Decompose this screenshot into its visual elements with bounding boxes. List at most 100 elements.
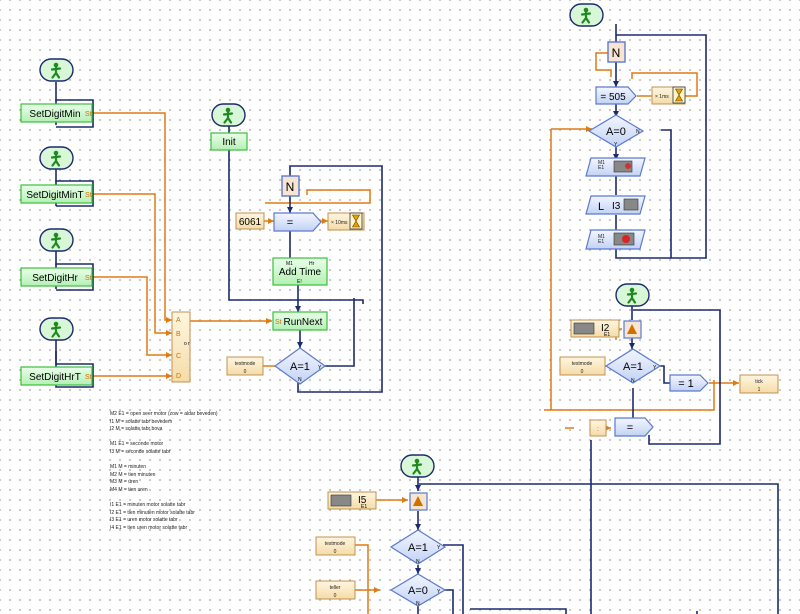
start-icon-bottom[interactable] [400, 454, 435, 478]
wire-arrows-navy [287, 81, 635, 574]
subprogram-add-time[interactable]: M1 Hr Add Time E! [272, 257, 328, 286]
or-gate-block[interactable]: A B C D o r [171, 311, 191, 383]
svg-text:I3: I3 [612, 201, 621, 212]
svg-text:0: 0 [581, 369, 584, 375]
variable-testmode-bottom[interactable]: testmode 0 [315, 536, 356, 556]
subprogram-setdigithrt[interactable]: SetDigitHrT St [20, 366, 93, 386]
svg-text:E1: E1 [361, 504, 367, 510]
variable-testmode-mid[interactable]: testmode 0 [226, 356, 264, 376]
svg-text:N: N [416, 601, 420, 607]
small-connector[interactable]: : [589, 419, 607, 437]
svg-text:N: N [631, 378, 635, 384]
svg-text:o r: o r [184, 341, 190, 347]
subprogram-setdigitmint[interactable]: SetDigitMinT St [20, 184, 93, 204]
decision-a0-right[interactable]: A=0 N Y [587, 114, 645, 148]
svg-text:0: 0 [244, 369, 247, 375]
variable-teller[interactable]: teller 0 [315, 580, 356, 600]
compare-equal-mid[interactable]: = [273, 212, 322, 232]
svg-text:Y: Y [614, 142, 618, 148]
input-i2[interactable]: I2 E1 [570, 319, 620, 338]
decision-a1-bottom[interactable]: A=1 Y N [389, 529, 447, 565]
svg-text:Y: Y [318, 365, 322, 371]
svg-text:E!: E! [297, 279, 302, 285]
svg-text:= 1: = 1 [678, 378, 694, 390]
note-line: M4 M = tien uren [110, 486, 148, 493]
loop-counter-mid[interactable]: N [281, 175, 300, 197]
compare-505[interactable]: = 505 [595, 86, 637, 105]
svg-text:M1: M1 [286, 261, 293, 267]
svg-text:× 1ms: × 1ms [655, 94, 669, 100]
start-icon-hr[interactable] [39, 228, 74, 252]
note-line: I1 E1 = minuten motor solatte tabr [110, 502, 186, 509]
variable-tick[interactable]: tick 1 [739, 374, 779, 394]
start-icon-init[interactable] [211, 103, 246, 127]
note-line: I2 M = solatte tabr bova [110, 426, 163, 433]
note-line: M1 M = minuten [110, 464, 146, 471]
note-line [110, 457, 300, 465]
wait-1ms[interactable]: × 1ms [651, 86, 686, 105]
note-line: M1 E1 = seconde motor [110, 441, 164, 448]
note-line: M2 E1 = open seer motor (zow = aldar bev… [110, 411, 218, 417]
input-i5-trigger[interactable] [409, 492, 428, 511]
note-line: I3 M = seconde solatte tabr [110, 448, 171, 455]
constant-6061[interactable]: 6061 [235, 212, 265, 230]
svg-text:Y: Y [653, 365, 657, 371]
decision-a1-mid[interactable]: A=1 Y N [273, 347, 327, 385]
svg-text:A=1: A=1 [408, 542, 428, 554]
svg-text:Init: Init [222, 137, 236, 148]
wires-navy [55, 24, 779, 614]
svg-text:SetDigitHr: SetDigitHr [32, 273, 78, 284]
svg-text:St: St [85, 374, 92, 381]
svg-text:B: B [176, 331, 181, 338]
svg-text:tick: tick [755, 379, 763, 385]
wires-orange [92, 52, 739, 614]
motor-output-stop[interactable]: M1 E1 [585, 229, 646, 250]
svg-text:1: 1 [758, 387, 761, 393]
svg-text:L: L [598, 201, 604, 213]
svg-text:=: = [287, 217, 293, 229]
svg-text:N: N [636, 129, 640, 135]
note-line: I3 E1 = uren motor solatte tabr [110, 517, 178, 524]
svg-text:A=0: A=0 [408, 585, 428, 597]
wait-10ms[interactable]: × 10ms [327, 212, 365, 231]
subprogram-setdigitmin[interactable]: SetDigitMin St [20, 103, 93, 123]
svg-text:I2: I2 [601, 323, 610, 334]
svg-text:E1: E1 [598, 239, 604, 245]
start-icon-mid-right[interactable] [615, 283, 650, 307]
motor-output-1[interactable]: M1 E1 [585, 157, 646, 177]
loop-counter-right[interactable]: N [607, 41, 626, 63]
svg-text:SetDigitMin: SetDigitMin [29, 109, 80, 120]
start-icon-min[interactable] [39, 58, 74, 82]
decision-a0-bottom[interactable]: A=0 Y N [389, 573, 447, 607]
svg-text:A: A [176, 317, 181, 324]
svg-text:Add Time: Add Time [279, 267, 322, 278]
svg-text:Y: Y [437, 545, 441, 551]
subprogram-runnext[interactable]: RunNext St [272, 311, 328, 331]
start-icon-mint[interactable] [39, 146, 74, 170]
svg-text:Y: Y [437, 589, 441, 595]
compare-equal-blank[interactable]: = [614, 417, 654, 437]
svg-text:N: N [416, 559, 420, 565]
decision-a1-right[interactable]: A=1 Y N [604, 348, 662, 384]
svg-text:SetDigitHrT: SetDigitHrT [29, 372, 81, 383]
start-icon-hrt[interactable] [39, 317, 74, 341]
compare-equal-1[interactable]: = 1 [669, 374, 709, 392]
start-icon-top-right[interactable] [569, 3, 604, 27]
svg-text:teller: teller [330, 585, 341, 591]
variable-testmode-right[interactable]: testmode 0 [559, 356, 606, 376]
svg-text:N: N [612, 46, 621, 60]
note-line: M3 M = uren [110, 479, 139, 486]
note-line: I4 E1 = tien uren motor solatte tabr [110, 524, 188, 531]
svg-text:N: N [298, 377, 302, 383]
subprogram-setdigithr[interactable]: SetDigitHr St [20, 267, 93, 287]
svg-text::: : [597, 426, 599, 433]
input-i5[interactable]: I5 E1 [327, 491, 377, 510]
svg-text:testmode: testmode [235, 361, 256, 367]
svg-text:testmode: testmode [325, 541, 346, 547]
input-i2-trigger[interactable] [623, 320, 642, 339]
note-line [110, 495, 300, 503]
subprogram-init[interactable]: Init [210, 132, 248, 151]
svg-text:SetDigitMinT: SetDigitMinT [26, 190, 83, 201]
note-line [110, 434, 300, 442]
input-i3[interactable]: L I3 [585, 195, 646, 215]
